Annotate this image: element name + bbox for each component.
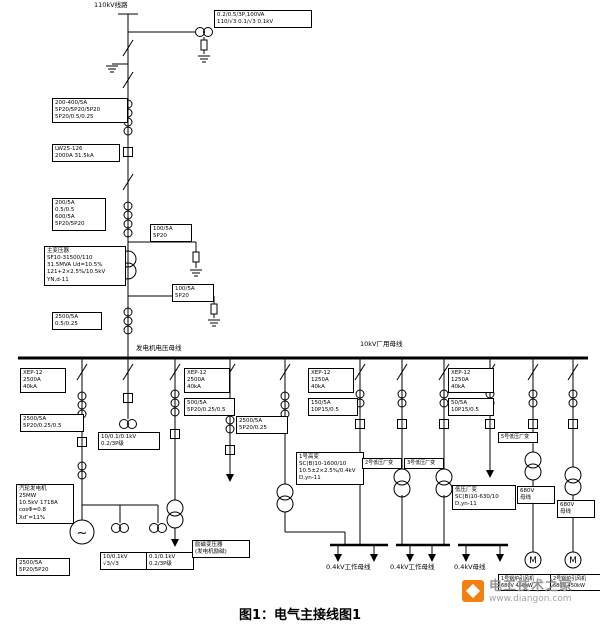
spec-main-transformer: 主变压器 SF10-31500/110 31.5MVA Ud=10.5% 121… (44, 246, 126, 286)
spec-ct-110kv: 200-400/5A 5P20/5P20/5P20 5P20/0.5/0.25 (52, 98, 128, 124)
excitation-transformer-symbol (166, 499, 184, 529)
motor-2-symbol: M (564, 551, 582, 569)
spec-pt-small-2: 0.1/0.1kV 0.2/3P级 (146, 552, 194, 571)
excitation-transformer-label: 励磁变压器 (发电机励磁) (192, 540, 250, 559)
line-110kv-label: 110kV线路 (94, 1, 128, 9)
aux-transformer-2-symbol (393, 468, 411, 498)
spec-ct-100-lower: 100/5A 5P20 (172, 284, 214, 303)
spec-generator: 汽轮发电机 25MW 10.5kV 1718A cosΦ=0.8 Xd″=11% (16, 484, 74, 524)
aux-transformer-1-symbol (276, 483, 294, 513)
motor-2-label: 2号锅炉引风机 680V 450kW (550, 574, 600, 591)
generator-bus-label: 发电机电压母线 (136, 344, 182, 352)
lv-680v-bus-1-label: 680V 母线 (517, 486, 555, 505)
busbars (18, 356, 588, 547)
motor-1-label: 1号锅炉引风机 680V 450kW (498, 574, 552, 591)
spec-ct-gen-feeder: 2500/5A 5P20/0.25/0.5 (20, 414, 84, 433)
hv-incoming-circuit (105, 13, 221, 358)
watermark-site-name: 电工技术之家 (489, 579, 574, 594)
spec-aux-transformer-1: 1号高变 SC(B)10-1600/10 10.5±2×2.5%/0.4kV D… (296, 452, 364, 485)
svg-text:M: M (529, 556, 537, 566)
aux-transformer-5-symbol (524, 451, 542, 481)
svg-text:M: M (569, 556, 577, 566)
aux-transformer-6-symbol (564, 466, 582, 496)
generator-symbol: ~ (69, 519, 95, 545)
watermark-site-url: www.diangon.com (489, 594, 572, 605)
lv-bus-outgoing-arrows (333, 545, 505, 563)
spec-pt-gen-bus: 10/0.1/0.1kV 0.2/3P级 (98, 432, 160, 451)
spec-cubicle-aux1: XEP-12 1250A 40kA (308, 368, 354, 394)
spec-pt-110kv: 0.2/0.5/3P,100VA 110/√3 0.1/√3 0.1kV (214, 10, 312, 29)
figure-caption: 图1：电气主接线图1 (238, 608, 362, 623)
aux-transformer-3-symbol (435, 468, 453, 498)
spec-ct-aux2: 150/5A 10P15/0.5 (308, 398, 358, 417)
pt-feeder (119, 358, 137, 429)
svg-text:~: ~ (77, 526, 88, 541)
excitation-feeder (166, 358, 184, 548)
spec-lv-transformer: 低压厂变 SC(B)10-630/10 D,yn-11 (452, 485, 516, 511)
spec-ct-100-upper: 100/5A 5P20 (150, 224, 192, 243)
watermark-text: 电工技术之家 www.diangon.com (489, 579, 574, 605)
spec-ct-gen-neutral: 2500/5A 5P20/5P20 (16, 558, 70, 577)
spec-ct-excit: 500/5A 5P20/0.25/0.5 (184, 398, 235, 417)
spec-pt-small-1: 10/0.1kV √3/√3 (100, 552, 148, 571)
spec-breaker-110kv: LW25-126 2000A 31.5kA (52, 144, 120, 163)
lv-680v-bus-2-label: 680V 母线 (557, 500, 595, 519)
spec-ct-transformer: 200/5A 0.5/0.5 600/5A 5P20/5P20 (52, 198, 106, 231)
spec-ct-aux3: 50/5A 10P15/0.5 (448, 398, 494, 417)
lv-bus-2-label: 0.4kV工作母线 (390, 563, 435, 571)
lv-bus-1-label: 0.4kV工作母线 (326, 563, 371, 571)
spec-cubicle-excit: XEP-12 2500A 40kA (184, 368, 230, 394)
watermark-logo-icon (462, 580, 484, 602)
spec-ct-2500: 2500/5A 0.5/0.25 (52, 312, 102, 331)
motor-1-symbol: M (524, 551, 542, 569)
lv-bus-3-label: 0.4kV母线 (454, 563, 486, 571)
spec-cubicle-aux2: XEP-12 1250A 40kA (448, 368, 494, 394)
generator-feeder: ~ (69, 358, 167, 545)
spec-cubicle-gen: XEP-12 2500A 40kA (20, 368, 66, 394)
aux-transformer-5-label: 5号低压厂变 (498, 432, 538, 443)
spec-ct-aux1: 2500/5A 5P20/0.25 (236, 416, 288, 435)
aux-transformer-2-label: 2号低压厂变 (362, 458, 402, 469)
aux-bus-label: 10kV厂用母线 (360, 340, 403, 348)
watermark: 电工技术之家 www.diangon.com (462, 579, 574, 605)
aux-transformer-3-label: 3号低压厂变 (404, 458, 444, 469)
